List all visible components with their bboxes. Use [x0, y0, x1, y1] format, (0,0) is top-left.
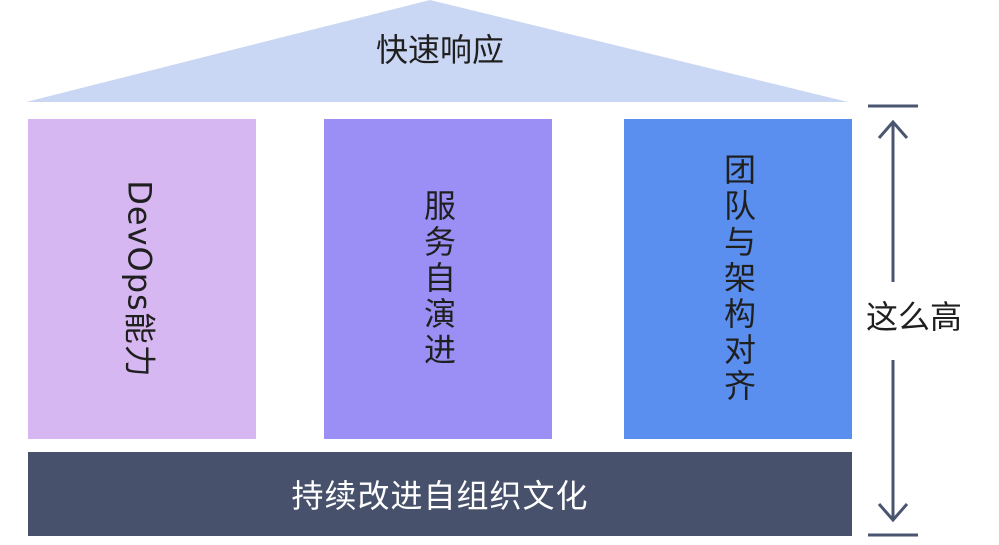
foundation-label: 持续改进自组织文化	[291, 477, 589, 515]
pillar-devops-label: DevOps能力	[120, 180, 159, 378]
height-indicator-label: 这么高	[866, 298, 963, 336]
pillar-devops: DevOps能力	[28, 119, 256, 439]
pillar-team-architecture: 团队与架构对齐	[624, 119, 852, 439]
roof-label: 快速响应	[375, 31, 504, 69]
pillar-service-evolution: 服务自演进	[324, 119, 552, 439]
pillar-service-evolution-label: 服务自演进	[419, 189, 457, 369]
foundation: 持续改进自组织文化	[28, 452, 852, 536]
roof-shape	[26, 0, 848, 102]
pillar-team-architecture-label: 团队与架构对齐	[719, 153, 757, 405]
